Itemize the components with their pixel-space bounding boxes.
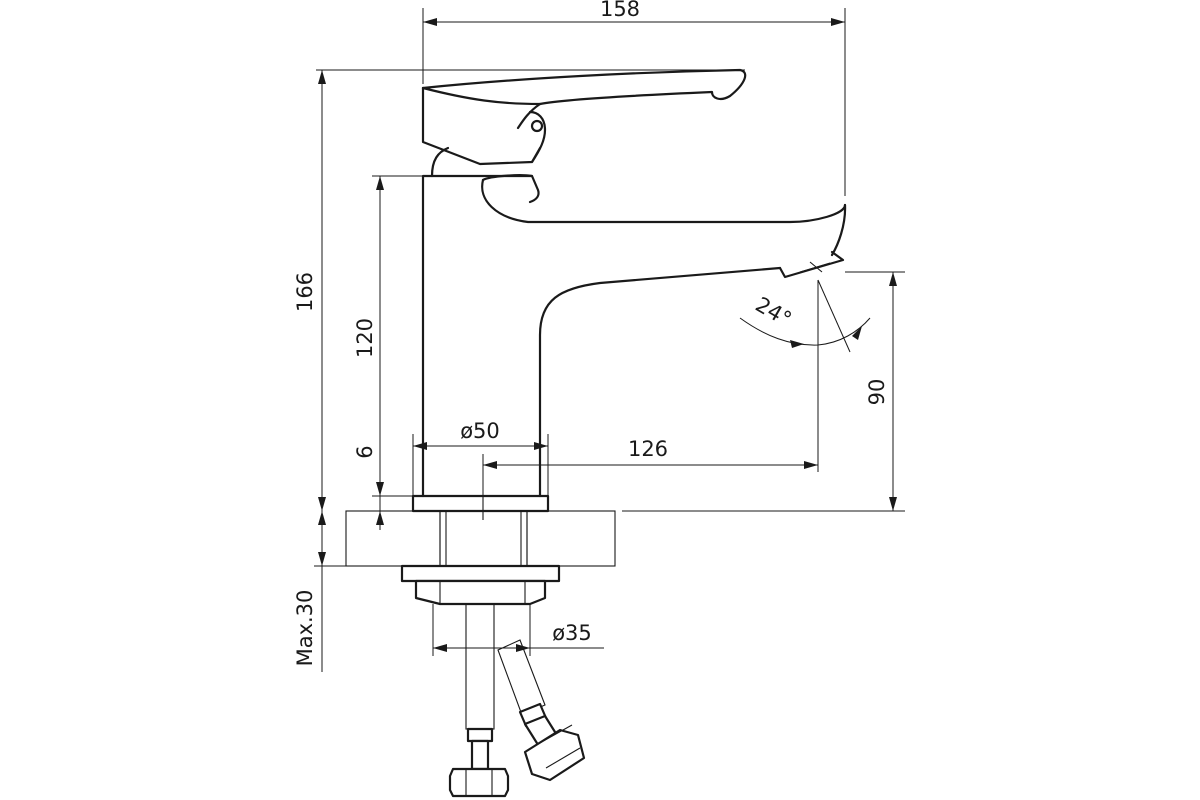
lever-handle (421, 68, 747, 204)
label-aerator-angle: 24° (751, 292, 795, 331)
countertop-section (345, 510, 905, 567)
faucet-body (411, 174, 847, 513)
mounting-hardware (400, 496, 586, 798)
label-base-height: 6 (353, 445, 377, 458)
label-total-width: 158 (600, 0, 640, 21)
label-max-thickness: Max.30 (293, 590, 317, 667)
label-body-height: 120 (353, 318, 377, 358)
label-thread-diameter: ø35 (552, 621, 592, 645)
label-spout-reach: 126 (628, 437, 668, 461)
label-spout-height: 90 (865, 379, 889, 406)
dimension-lines (314, 8, 905, 672)
label-total-height: 166 (293, 272, 317, 312)
label-base-diameter: ø50 (460, 419, 500, 443)
